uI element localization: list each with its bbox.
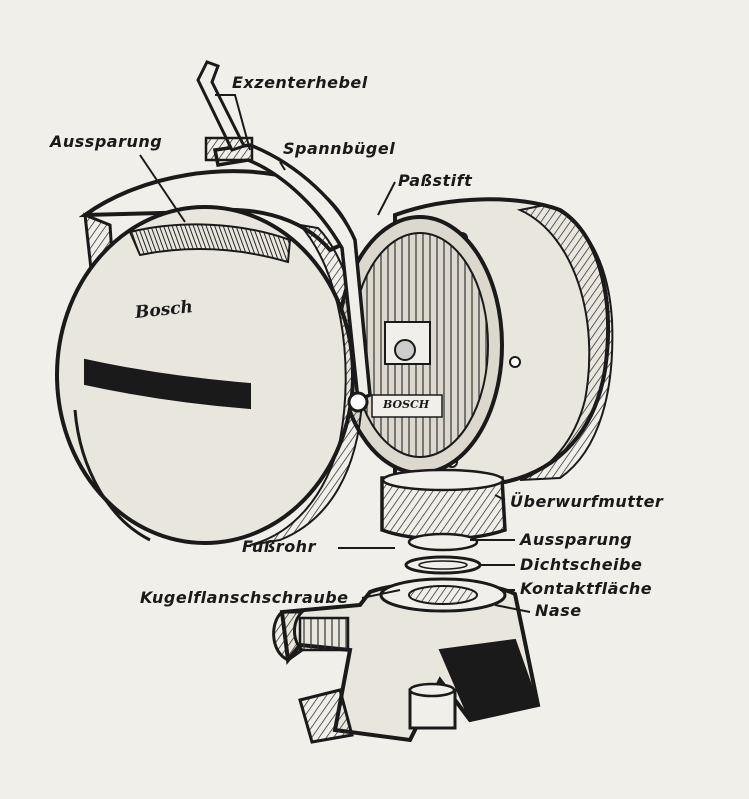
label-dichtscheibe: Dichtscheibe	[520, 555, 643, 574]
label-passstift: Paßstift	[398, 171, 473, 190]
label-aussparung-bottom: Aussparung	[520, 530, 633, 549]
ball-flange-mount	[272, 577, 541, 744]
union-nut	[380, 468, 507, 552]
label-kontaktflaeche: Kontaktfläche	[520, 579, 653, 598]
label-aussparung-top: Aussparung	[50, 132, 163, 151]
leader-lines	[139, 94, 531, 613]
label-kugelflanschschraube: Kugelflanschschraube	[140, 588, 349, 607]
label-ueberwurfmutter: Überwurfmutter	[510, 492, 664, 511]
label-spannbuegel: Spannbügel	[283, 139, 396, 158]
front-cap	[55, 169, 364, 546]
label-exzenterhebel: Exzenterhebel	[232, 73, 368, 92]
brand-logo-lens: BOSCH	[383, 398, 430, 411]
reflector-lens	[336, 215, 504, 475]
label-fussrohr: Fußrohr	[242, 537, 316, 556]
clamp-bracket	[196, 60, 372, 413]
label-nase: Nase	[535, 601, 582, 620]
sealing-washer	[404, 555, 482, 575]
